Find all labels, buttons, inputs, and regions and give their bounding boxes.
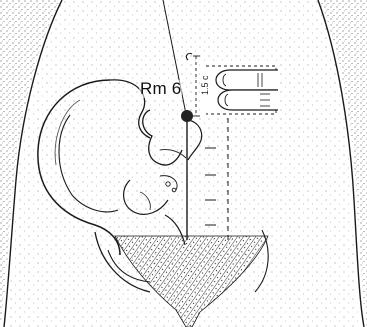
- measurement-label: 1.5 c: [200, 75, 210, 95]
- finger-measure-icon: [200, 64, 278, 116]
- acupoint-label: Rm 6: [139, 80, 182, 98]
- acupoint-marker-icon: [181, 110, 193, 122]
